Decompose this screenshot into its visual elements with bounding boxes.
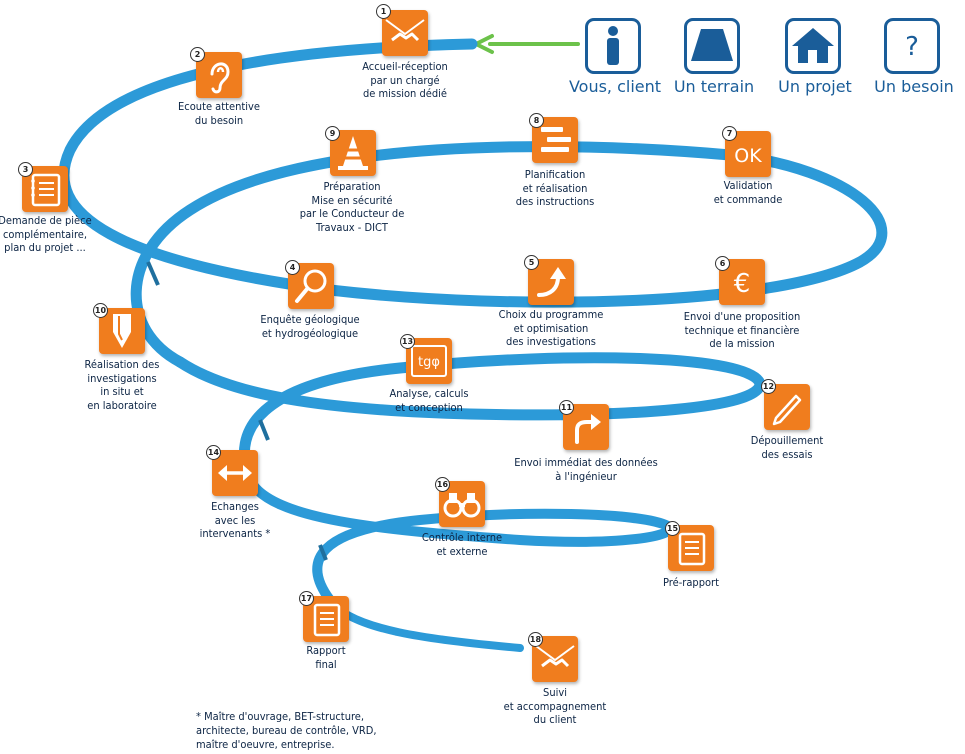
step-number: 13: [400, 334, 415, 349]
spiral-loop-2: [174, 352, 766, 486]
svg-text:tgφ: tgφ: [418, 355, 440, 370]
formula-icon: tgφ: [406, 338, 452, 384]
category-label: Un besoin: [874, 77, 954, 96]
step-number: 10: [93, 303, 108, 318]
traffic-cone-icon: [330, 130, 376, 176]
svg-text:€: €: [734, 269, 751, 299]
step-label: Réalisation des investigations in situ e…: [84, 358, 160, 412]
step-label: Planification et réalisation des instruc…: [515, 168, 595, 208]
step-number: 17: [299, 591, 314, 606]
step-label: Accueil-réception par un chargé de missi…: [362, 60, 448, 100]
step-number: 11: [559, 400, 574, 415]
svg-text:?: ?: [905, 32, 919, 62]
step-label: Dépouillement des essais: [750, 434, 824, 461]
step-number: 3: [18, 162, 33, 177]
step-label: Envoi d'une proposition technique et fin…: [683, 310, 801, 350]
step-label: Echanges avec les intervenants *: [199, 500, 271, 540]
spiral-end: [326, 596, 524, 652]
handshake-icon: [382, 10, 428, 56]
step-number: 12: [761, 379, 776, 394]
step-number: 8: [529, 113, 544, 128]
step-label: Rapport final: [306, 644, 346, 671]
terrain-icon: [684, 18, 740, 74]
spiral-loop-1: [58, 38, 888, 368]
step-number: 16: [435, 477, 450, 492]
step-label: Préparation Mise en sécurité par le Cond…: [299, 180, 405, 234]
step-number: 6: [715, 256, 730, 271]
category-label: Vous, client: [568, 77, 662, 96]
magnifier-icon: [288, 263, 334, 309]
step-label: Suivi et accompagnement du client: [503, 686, 607, 726]
svg-text:OK: OK: [734, 145, 762, 167]
euro-icon: €: [719, 259, 765, 305]
category-label: Un terrain: [673, 77, 755, 96]
step-label: Envoi immédiat des données à l'ingénieur: [514, 456, 658, 483]
step-label: Contrôle interne et externe: [421, 531, 503, 558]
step-number: 5: [524, 255, 539, 270]
step-number: 1: [376, 4, 391, 19]
step-label: Choix du programme et optimisation des i…: [498, 308, 604, 348]
step-number: 14: [206, 445, 221, 460]
step-label: Analyse, calculs et conception: [389, 387, 469, 414]
step-label: Validation et commande: [713, 179, 783, 206]
ear-icon: [196, 52, 242, 98]
step-label: Enquête géologique et hydrogéologique: [260, 313, 360, 340]
step-number: 2: [190, 47, 205, 62]
step-label: Demande de pièce complémentaire, plan du…: [0, 214, 92, 254]
step-number: 18: [528, 632, 543, 647]
step-number: 15: [665, 521, 680, 536]
drill-bit-icon: [99, 308, 145, 354]
category-label: Un projet: [778, 77, 852, 96]
question-icon: ?: [884, 18, 940, 74]
double-arrow-icon: [212, 450, 258, 496]
step-number: 9: [325, 126, 340, 141]
step-label: Pré-rapport: [663, 576, 719, 589]
person-icon: [585, 18, 641, 74]
house-icon: [785, 18, 841, 74]
footnote: * Maître d'ouvrage, BET-structure, archi…: [196, 710, 377, 751]
step-number: 4: [285, 260, 300, 275]
step-label: Ecoute attentive du besoin: [178, 100, 260, 127]
step-number: 7: [722, 126, 737, 141]
